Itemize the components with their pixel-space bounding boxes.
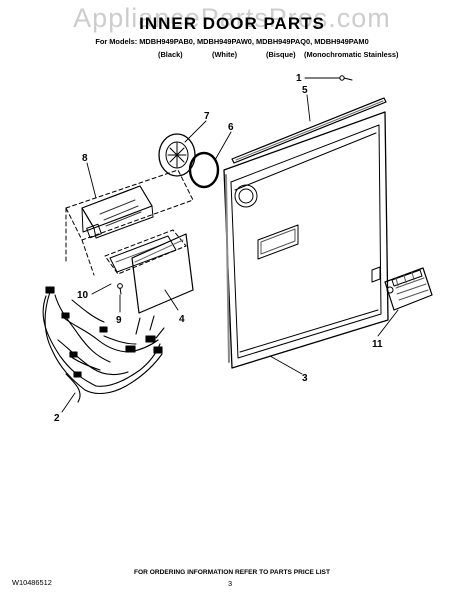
variant-black: (Black) [158, 50, 183, 59]
callout-1: 1 [296, 73, 302, 84]
callout-10: 10 [77, 290, 89, 301]
vent [158, 133, 196, 177]
bracket [384, 267, 433, 311]
part-code: W10486512 [12, 578, 52, 587]
callout-11: 11 [372, 339, 383, 350]
ordering-note: FOR ORDERING INFORMATION REFER TO PARTS … [134, 569, 330, 576]
control-console [65, 169, 194, 276]
callout-8: 8 [82, 153, 88, 164]
inner-door-panel [223, 111, 389, 369]
callout-2: 2 [54, 413, 60, 424]
variant-stainless: (Monochromatic Stainless) [304, 50, 399, 59]
callout-3: 3 [302, 373, 308, 384]
screw [339, 75, 353, 81]
vent-gasket [188, 151, 220, 189]
top-strip [231, 97, 387, 164]
shield [131, 233, 194, 314]
page-title: INNER DOOR PARTS [139, 14, 325, 33]
models-line: For Models: MDBH949PAB0, MDBH949PAW0, MD… [95, 37, 369, 46]
callout-6: 6 [228, 122, 234, 133]
variant-bisque: (Bisque) [266, 50, 296, 59]
callout-5: 5 [302, 85, 308, 96]
callout-9: 9 [116, 315, 122, 326]
callout-numbers: 1 5 7 6 8 10 9 4 11 3 2 [54, 73, 383, 424]
callout-4: 4 [179, 314, 185, 325]
variant-white: (White) [212, 50, 238, 59]
small-screw [117, 283, 123, 295]
leader-lines [61, 77, 399, 413]
wiring-harness [42, 286, 165, 403]
callout-7: 7 [204, 111, 210, 122]
page-number: 3 [228, 579, 233, 588]
